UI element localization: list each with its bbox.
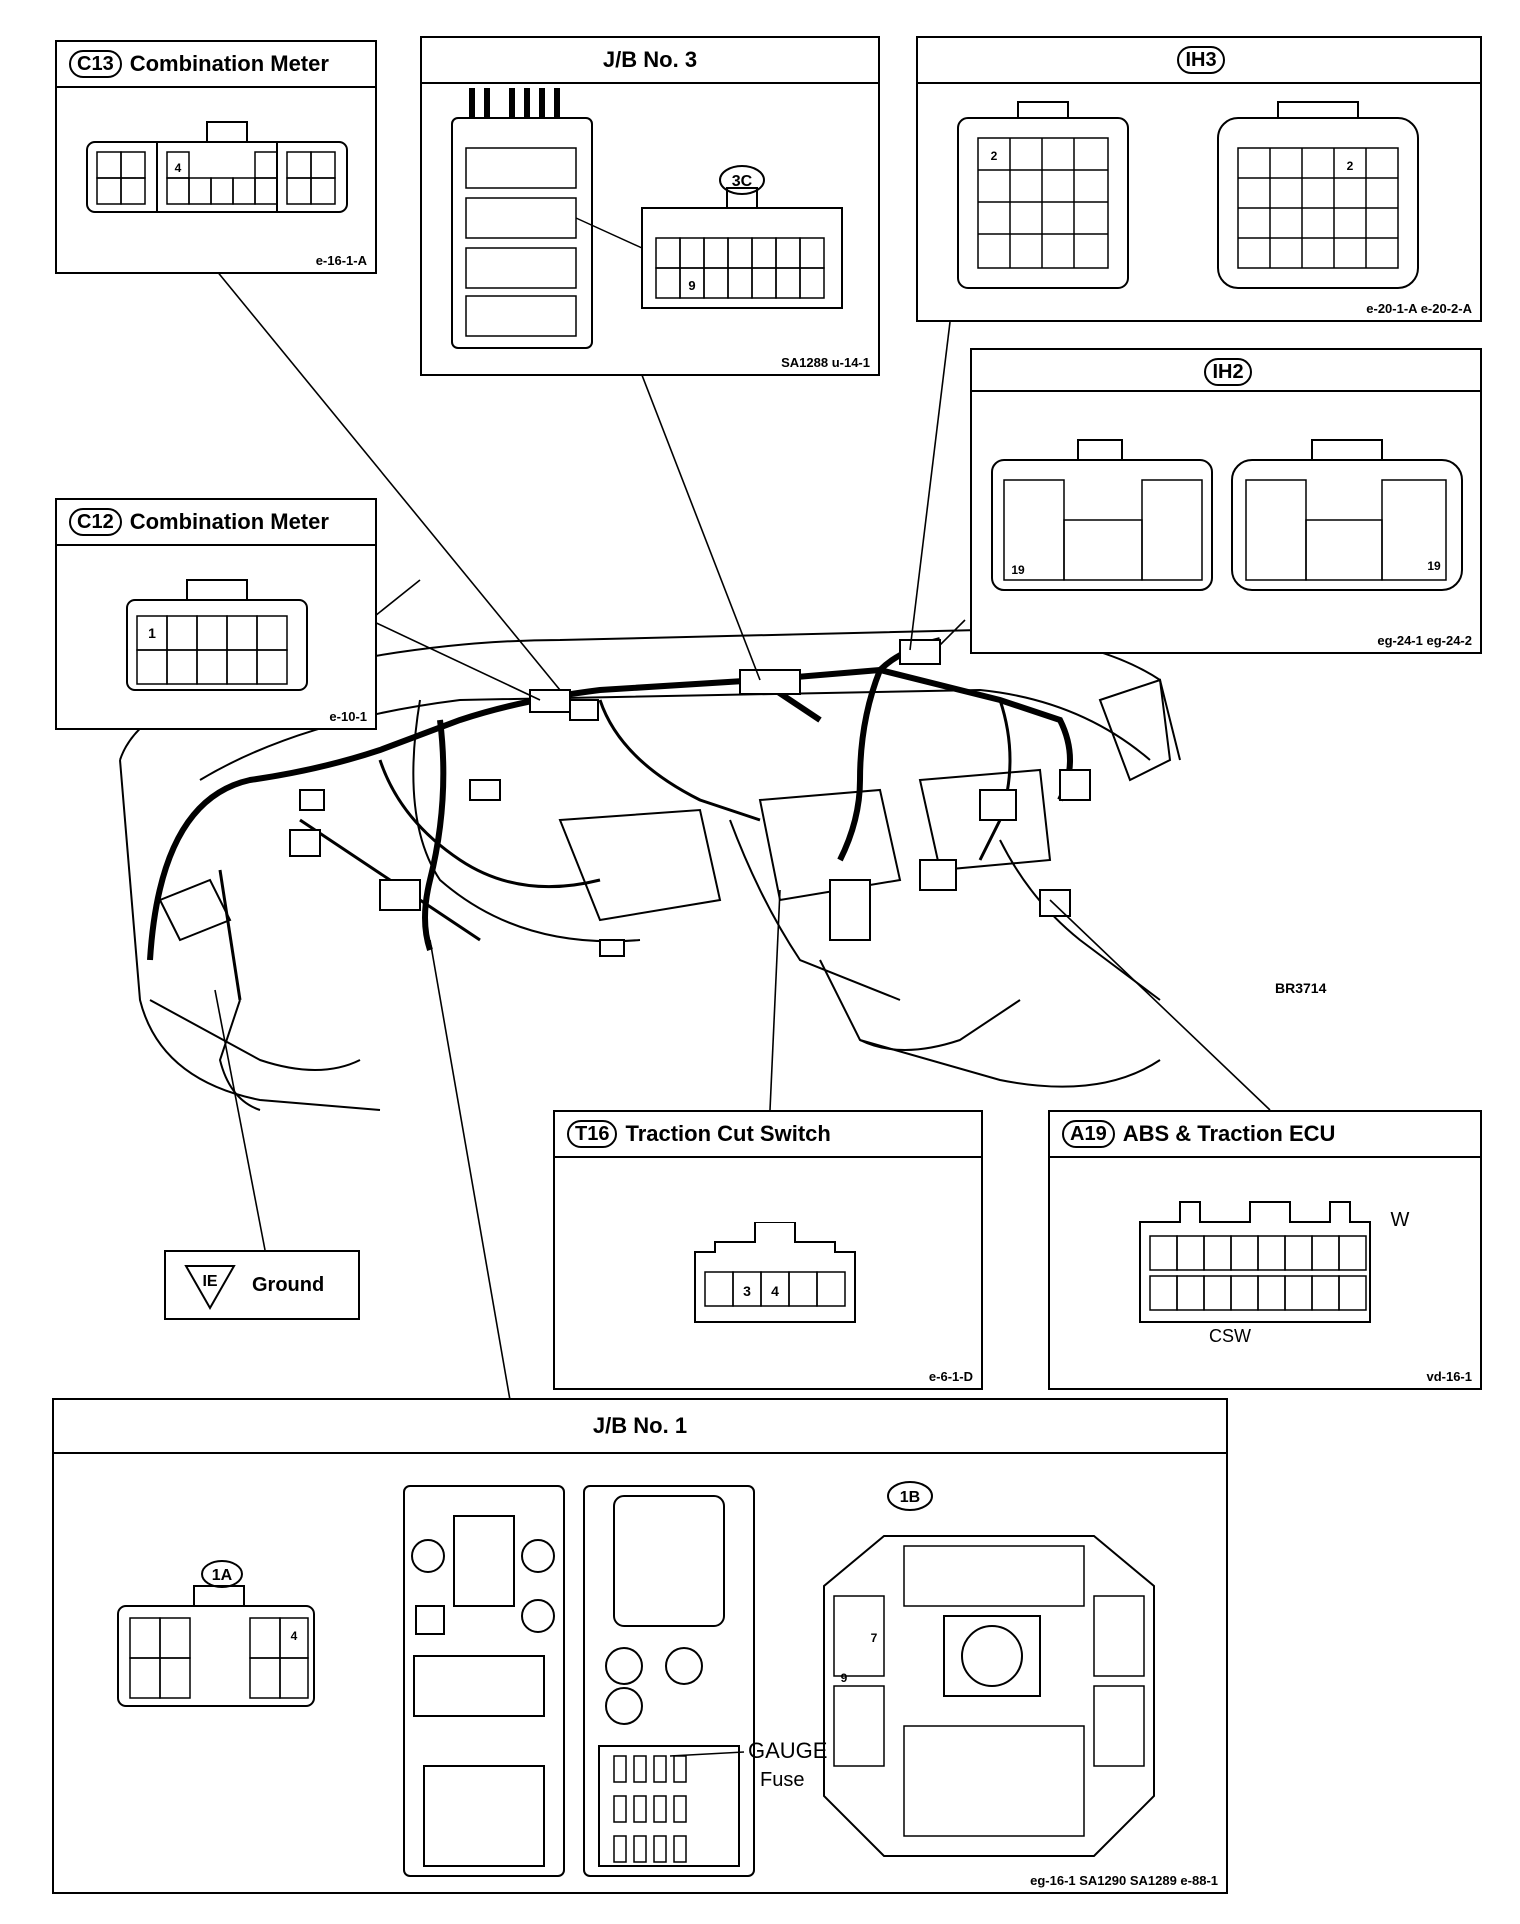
ih2-id-badge: IH2 <box>1204 358 1252 386</box>
a19-pin-cell <box>1311 1235 1340 1271</box>
a19-csw-label: CSW <box>1209 1326 1251 1342</box>
a19-pin-cell <box>1149 1235 1178 1271</box>
c13-header: C13 Combination Meter <box>57 42 375 88</box>
ih3-header: IH3 <box>918 38 1480 84</box>
a19-pin-cell <box>1338 1235 1367 1271</box>
a19-pin-cell <box>1257 1235 1286 1271</box>
ih3-drawing: 2 2 <box>957 101 1419 289</box>
a19-connector-drawing: W CSW <box>1139 1201 1410 1342</box>
jb1-header: J/B No. 1 <box>54 1400 1226 1454</box>
a19-pin-cell <box>1176 1235 1205 1271</box>
a19-header: A19 ABS & Traction ECU <box>1050 1112 1480 1158</box>
a19-pin-cell <box>1176 1275 1205 1311</box>
gauge-fuse-name: GAUGE <box>748 1738 827 1763</box>
gauge-fuse-word: Fuse <box>760 1769 804 1791</box>
jb3-code: SA1288 u-14-1 <box>781 355 870 370</box>
jb1-1b-pin-7: 7 <box>871 1631 878 1645</box>
c13-id-badge: C13 <box>69 50 122 78</box>
ground-panel: IE Ground <box>164 1250 360 1320</box>
ih3-right-pin: 2 <box>1347 159 1354 173</box>
t16-pin-b: 4 <box>771 1283 779 1299</box>
a19-pin-cell <box>1203 1235 1232 1271</box>
t16-connector-drawing: 3 4 <box>694 1222 856 1323</box>
a19-pin-cell <box>1149 1275 1178 1311</box>
a19-pin-cell <box>1230 1235 1259 1271</box>
ground-label: Ground <box>252 1274 325 1296</box>
a19-id-badge: A19 <box>1062 1120 1115 1148</box>
ih2-drawing: 19 19 <box>991 439 1463 591</box>
a19-code: vd-16-1 <box>1426 1369 1472 1384</box>
jb1-code: eg-16-1 SA1290 SA1289 e-88-1 <box>1030 1873 1218 1888</box>
a19-pin-cell <box>1311 1275 1340 1311</box>
c12-pin-label: 1 <box>148 625 156 641</box>
illustration-code: BR3714 <box>1275 980 1327 996</box>
a19-pin-cell <box>1257 1275 1286 1311</box>
jb3-title: J/B No. 3 <box>602 47 698 72</box>
c13-code: e-16-1-A <box>315 253 367 268</box>
jb1-1b-label: 1B <box>900 1489 920 1506</box>
c13-title: Combination Meter <box>129 51 329 76</box>
a19-wire-color: W <box>1391 1209 1410 1231</box>
t16-header: T16 Traction Cut Switch <box>555 1112 981 1158</box>
ih3-left-pin: 2 <box>991 149 998 163</box>
jb1-1b-pin-9: 9 <box>841 1671 848 1685</box>
a19-pin-cell <box>1230 1275 1259 1311</box>
a19-pin-cell <box>1203 1275 1232 1311</box>
t16-pin-a: 3 <box>743 1283 751 1299</box>
jb1-1a-label: 1A <box>212 1567 233 1584</box>
t16-switch-panel: T16 Traction Cut Switch 3 4 e-6-1-D <box>553 1110 983 1390</box>
ih2-right-pin: 19 <box>1427 559 1441 573</box>
jb1-1a-pin: 4 <box>291 1629 298 1643</box>
jb3-header: J/B No. 3 <box>422 38 878 84</box>
t16-code: e-6-1-D <box>928 1369 973 1384</box>
ih3-id-badge: IH3 <box>1177 46 1225 74</box>
jb3-3c-label: 3C <box>732 173 753 190</box>
jb1-panel: J/B No. 1 <box>52 1398 1228 1894</box>
c12-header: C12 Combination Meter <box>57 500 375 546</box>
c12-connector-panel: C12 Combination Meter 1 e-10-1 <box>55 498 377 730</box>
jb3-pin-label: 9 <box>688 278 695 293</box>
a19-pin-cell <box>1284 1235 1313 1271</box>
c13-connector-panel: C13 Combination Meter 4 e-16-1-A <box>55 40 377 274</box>
ih3-panel: IH3 2 2 e-20-1-A e-20-2-A <box>916 36 1482 322</box>
t16-title: Traction Cut Switch <box>625 1121 831 1146</box>
ih2-left-pin: 19 <box>1011 563 1025 577</box>
ih2-panel: IH2 19 19 eg-24-1 eg-24-2 <box>970 348 1482 654</box>
jb3-panel: J/B No. 3 3 <box>420 36 880 376</box>
a19-pin-cell <box>1284 1275 1313 1311</box>
jb3-drawing: 3C 9 <box>451 88 843 349</box>
ground-symbol-icon: IE <box>184 1265 236 1311</box>
a19-ecu-panel: A19 ABS & Traction ECU W CSW vd-16-1 <box>1048 1110 1482 1390</box>
c13-connector-drawing: 4 <box>86 121 348 213</box>
c13-pin-label: 4 <box>175 161 182 175</box>
jb1-drawing: 1A 4 1B 7 9 GAUGE Fuse <box>117 1481 1155 1877</box>
c12-connector-drawing: 1 <box>126 579 308 691</box>
t16-id-badge: T16 <box>567 1120 618 1148</box>
c12-title: Combination Meter <box>129 509 329 534</box>
ih2-code: eg-24-1 eg-24-2 <box>1377 633 1472 648</box>
c12-code: e-10-1 <box>329 709 367 724</box>
jb1-title: J/B No. 1 <box>592 1413 688 1438</box>
ih2-header: IH2 <box>972 350 1480 394</box>
c12-id-badge: C12 <box>69 508 122 536</box>
a19-title: ABS & Traction ECU <box>1122 1121 1336 1146</box>
a19-pin-cell <box>1338 1275 1367 1311</box>
ih3-code: e-20-1-A e-20-2-A <box>1366 301 1472 316</box>
ground-id: IE <box>202 1273 217 1290</box>
